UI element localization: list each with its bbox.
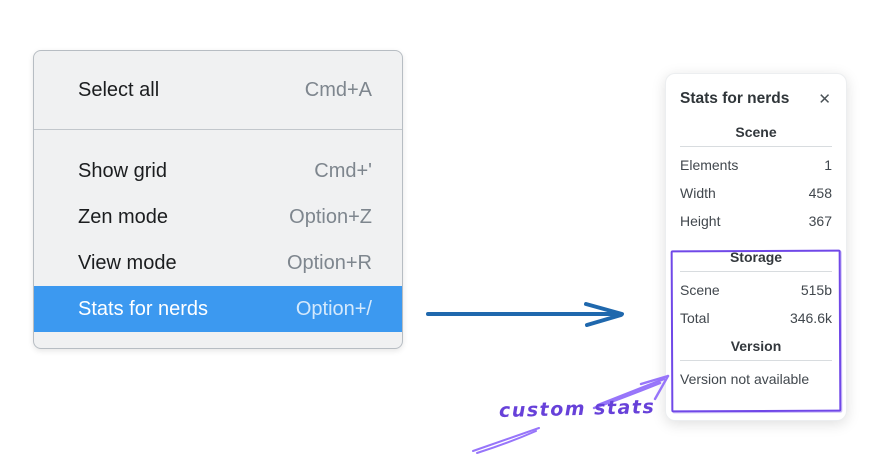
- stat-row-elements: Elements 1: [680, 151, 832, 179]
- blue-arrow: [426, 302, 624, 327]
- menu-item-shortcut: Cmd+A: [304, 78, 372, 101]
- close-icon[interactable]: ✕: [818, 90, 831, 108]
- stat-row-height: Height 367: [680, 207, 832, 235]
- stat-label: Width: [680, 185, 716, 201]
- menu-section-view: Show grid Cmd+' Zen mode Option+Z View m…: [34, 129, 402, 348]
- menu-item-select-all[interactable]: Select all Cmd+A: [34, 67, 402, 113]
- menu-item-label: Show grid: [78, 159, 167, 182]
- menu-item-label: View mode: [78, 251, 177, 274]
- menu-item-shortcut: Option+/: [295, 297, 372, 320]
- stat-value: 1: [824, 157, 832, 173]
- stat-label: Elements: [680, 157, 739, 173]
- menu-item-label: Stats for nerds: [78, 297, 209, 320]
- menu-item-shortcut: Option+Z: [289, 205, 372, 228]
- version-note: Version not available: [680, 371, 810, 387]
- menu-item-shortcut: Option+R: [286, 251, 372, 274]
- stat-row-width: Width 458: [680, 179, 832, 207]
- scene-section-heading: Scene: [735, 124, 777, 140]
- menu-item-label: Select all: [78, 78, 160, 101]
- menu-item-view-mode[interactable]: View mode Option+R: [34, 240, 402, 286]
- stat-value: 515b: [800, 282, 832, 298]
- stat-value: 367: [808, 213, 832, 229]
- stat-row-scene-size: Scene 515b: [680, 276, 832, 304]
- menu-item-stats-for-nerds[interactable]: Stats for nerds Option+/: [34, 286, 402, 332]
- stats-panel: Stats for nerds ✕ Scene Elements 1 Width…: [665, 73, 847, 421]
- menu-item-show-grid[interactable]: Show grid Cmd+': [34, 148, 402, 194]
- divider: [680, 271, 832, 272]
- menu-item-zen-mode[interactable]: Zen mode Option+Z: [34, 194, 402, 240]
- stats-panel-header: Stats for nerds ✕: [680, 88, 832, 110]
- stats-panel-title: Stats for nerds: [680, 90, 790, 107]
- menu-section-top: Select all Cmd+A: [34, 51, 402, 129]
- context-menu: Select all Cmd+A Show grid Cmd+' Zen mod…: [33, 50, 403, 349]
- stat-row-total-size: Total 346.6k: [680, 304, 832, 332]
- stat-label: Height: [680, 213, 721, 229]
- annotation-underline-stroke: [472, 427, 540, 454]
- version-section-heading: Version: [730, 338, 782, 354]
- divider: [680, 146, 832, 147]
- menu-item-label: Zen mode: [78, 205, 169, 228]
- menu-item-shortcut: Cmd+': [314, 159, 372, 182]
- storage-section-heading: Storage: [729, 249, 783, 265]
- divider: [680, 360, 832, 361]
- stat-label: Total: [680, 310, 710, 326]
- stat-value: 346.6k: [789, 310, 832, 326]
- stat-value: 458: [808, 185, 832, 201]
- annotation-text: custom stats: [498, 395, 656, 423]
- stat-label: Scene: [680, 282, 720, 298]
